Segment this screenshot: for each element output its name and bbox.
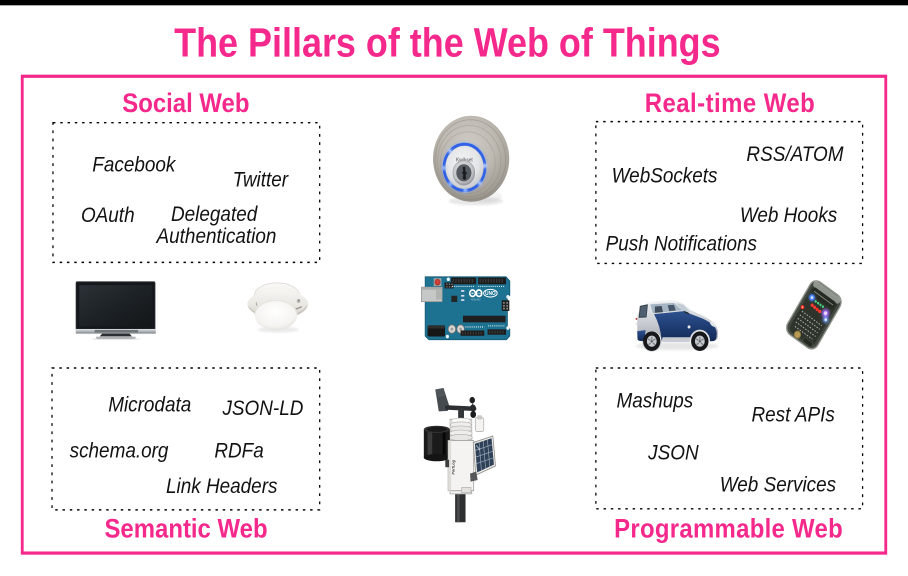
svg-text:UNO: UNO xyxy=(485,291,496,297)
svg-text:ARDUINO: ARDUINO xyxy=(471,298,481,301)
svg-text:PortLog: PortLog xyxy=(452,459,456,474)
